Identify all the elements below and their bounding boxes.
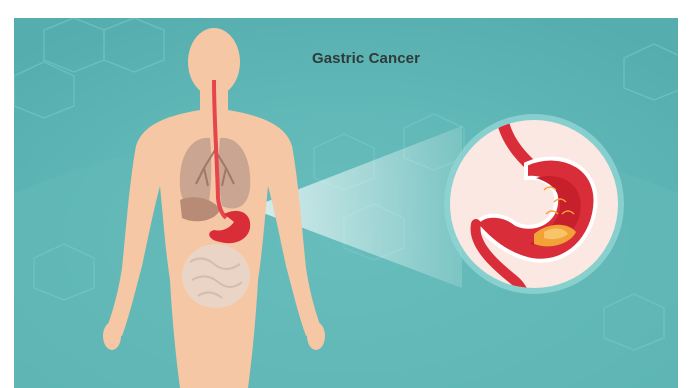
illustration-svg xyxy=(14,18,678,388)
illustration-panel: Gastric Cancer xyxy=(14,18,678,388)
page-title: Gastric Cancer xyxy=(14,50,678,67)
